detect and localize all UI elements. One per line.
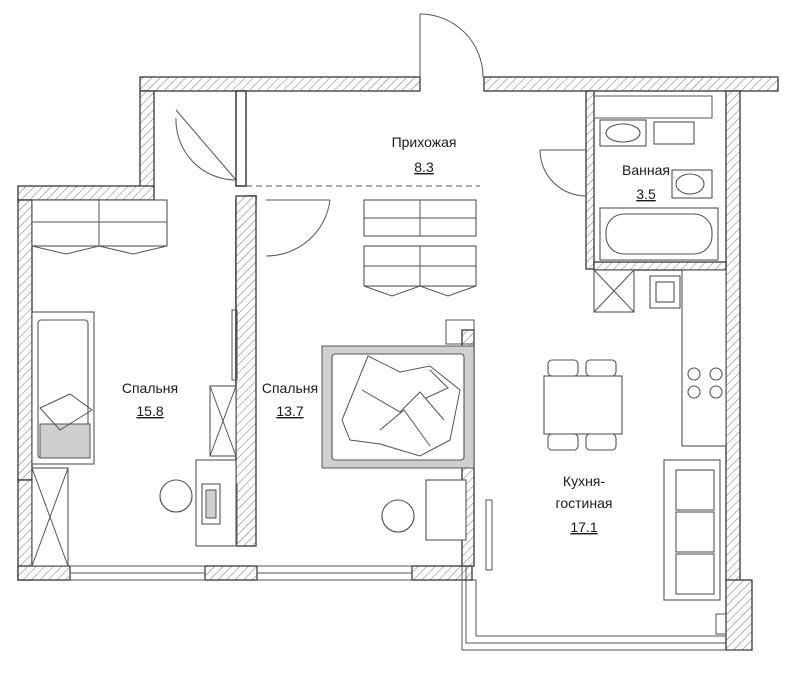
- kitchen-name-line2: гостиная: [556, 495, 613, 511]
- cooktop: [687, 367, 723, 399]
- bedroom-1-name: Спальня: [122, 380, 178, 396]
- bathroom-area: 3.5: [636, 186, 656, 202]
- dining-table: [543, 375, 623, 435]
- hallway-name: Прихожая: [392, 134, 457, 150]
- exterior-walls: [17, 76, 779, 651]
- kitchen-furniture: [543, 269, 727, 635]
- kitchen-counter: [681, 269, 727, 447]
- windows: [69, 565, 752, 651]
- room-labels: Прихожая 8.3 Ванная 3.5 Спальня 15.8 Спа…: [122, 134, 670, 535]
- bathroom-name: Ванная: [622, 162, 670, 178]
- bedroom-1-furniture: [31, 199, 237, 567]
- nightstand: [425, 479, 467, 541]
- hallway-area: 8.3: [414, 159, 434, 175]
- kitchen-name-line1: Кухня-: [563, 473, 605, 489]
- washing-machine: [653, 121, 695, 145]
- bedroom-1-area: 15.8: [136, 403, 163, 419]
- kitchen-area: 17.1: [570, 519, 597, 535]
- bedroom-2-area: 13.7: [276, 403, 303, 419]
- bedroom-2-furniture: [321, 199, 477, 541]
- bedroom-2-name: Спальня: [262, 380, 318, 396]
- room-boundaries: [245, 91, 480, 187]
- bathroom-fixtures: [593, 95, 719, 261]
- doors: [175, 13, 587, 571]
